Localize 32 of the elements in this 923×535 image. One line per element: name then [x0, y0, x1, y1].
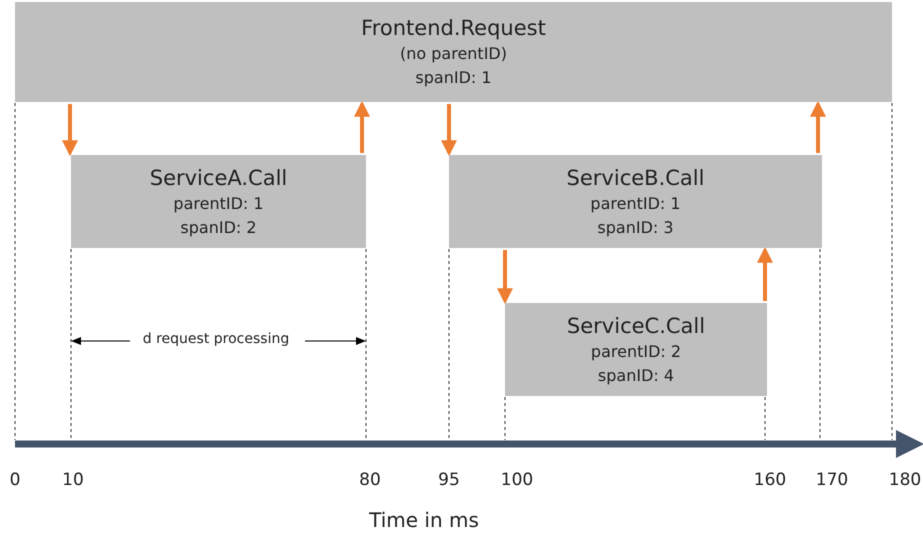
span-detail: parentID: 2	[590, 340, 682, 362]
span-detail: spanID: 3	[597, 216, 674, 238]
span-bar	[449, 155, 822, 248]
tick-label: 170	[816, 470, 848, 490]
span-detail: parentID: 1	[590, 192, 681, 214]
span-bar	[505, 303, 767, 396]
span-detail: parentID: 1	[173, 192, 264, 214]
tick-label: 80	[359, 470, 381, 490]
span-bar	[15, 2, 892, 102]
span-detail: (no parentID)	[400, 43, 507, 65]
tick-label: 95	[438, 470, 460, 490]
arrow	[441, 104, 457, 156]
tick-label: 0	[10, 470, 20, 490]
tick-label: 180	[888, 470, 922, 490]
span-bar	[71, 155, 366, 248]
span-name: ServiceC.Call	[566, 312, 706, 340]
tick-label: 160	[754, 470, 786, 490]
tick-label: 100	[500, 470, 534, 490]
span-name: ServiceA.Call	[150, 164, 288, 192]
arrow	[62, 104, 78, 156]
span-detail: spanID: 4	[598, 364, 674, 386]
span-name: Frontend.Request	[361, 15, 546, 42]
span-detail: spanID: 1	[415, 67, 492, 89]
arrow	[354, 100, 370, 153]
arrow	[497, 250, 513, 304]
span-detail: spanID: 2	[180, 216, 257, 238]
dimension-label: d request processing	[142, 331, 290, 347]
arrow	[757, 246, 773, 301]
arrow	[810, 100, 826, 153]
tick-label: 10	[62, 470, 84, 490]
span-name: ServiceB.Call	[566, 164, 704, 192]
axis-title: Time in ms	[369, 508, 479, 532]
